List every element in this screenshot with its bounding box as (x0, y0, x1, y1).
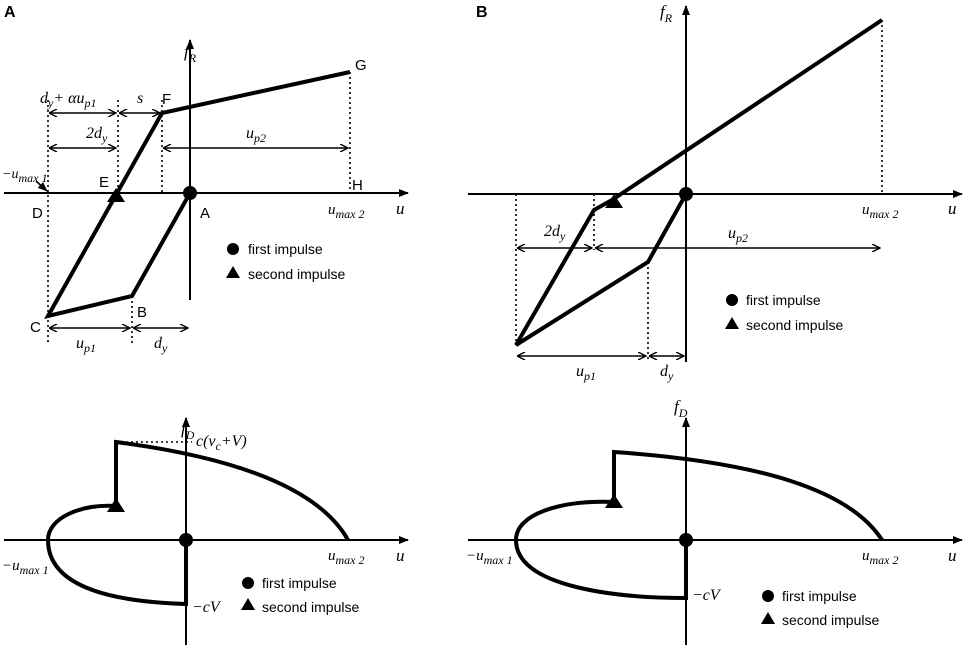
panel-b-damping-curve (513, 449, 884, 601)
panel-a-umax1-pointer (35, 180, 48, 192)
panel-a-damping-y-label: fD (181, 419, 195, 442)
panel-a-damping-umax1-label: −umax 1 (2, 558, 49, 577)
panel-a-label: A (4, 4, 16, 21)
panel-a-dy-label: dy (154, 335, 168, 355)
point-e-label: E (99, 174, 109, 191)
legend-triangle-icon (761, 612, 775, 624)
second-impulse-marker (107, 188, 125, 202)
panel-a-y-label: fR (184, 42, 197, 65)
panel-a-dy-alpha-label: dy+ αup1 (40, 90, 97, 110)
panel-b-y-label: fR (660, 2, 673, 25)
panel-b-legend: first impulse second impulse (725, 292, 843, 333)
legend-second-impulse: second impulse (262, 599, 359, 615)
panel-b-damping-umax2-label: umax 2 (862, 548, 899, 567)
legend-first-impulse: first impulse (782, 588, 857, 604)
legend-circle-icon (227, 243, 239, 255)
legend-second-impulse: second impulse (782, 612, 879, 628)
first-impulse-marker (679, 533, 693, 547)
panel-b-damping-y-label: fD (674, 397, 688, 420)
panel-a-up2-label: up2 (246, 125, 266, 145)
panel-a-umax2-label: umax 2 (328, 202, 365, 221)
panel-b: B fR u 2dy up2 up1 dy umax 2 first impul… (468, 2, 963, 383)
point-g-label: G (355, 57, 367, 74)
panel-b-label: B (476, 4, 488, 21)
second-impulse-marker (605, 494, 623, 508)
legend-circle-icon (242, 577, 254, 589)
panel-b-damping: fD u −cV −umax 1 umax 2 first impulse se… (466, 397, 963, 645)
second-impulse-marker (107, 498, 125, 512)
legend-triangle-icon (725, 317, 739, 329)
panel-a-damping-peak-label: c(vc+V) (196, 433, 247, 453)
panel-a-up1-label: up1 (76, 335, 96, 355)
point-h-label: H (352, 177, 363, 194)
second-impulse-marker (605, 194, 623, 208)
legend-circle-icon (726, 294, 738, 306)
panel-b-damping-umax1-label: −umax 1 (466, 548, 513, 567)
panel-b-damping-neg-label: −cV (692, 587, 722, 604)
panel-b-up1-label: up1 (576, 363, 596, 383)
legend-circle-icon (762, 590, 774, 602)
panel-b-hysteresis-curve (514, 193, 688, 347)
point-b-label: B (137, 304, 147, 321)
first-impulse-marker (183, 186, 197, 200)
panel-a-damping-legend: first impulse second impulse (241, 575, 359, 615)
point-a-label: A (200, 205, 210, 222)
panel-b-damping-legend: first impulse second impulse (761, 588, 879, 628)
point-c-label: C (30, 319, 41, 336)
panel-b-umax2-label: umax 2 (862, 202, 899, 221)
panel-b-reload-line (610, 18, 884, 202)
panel-b-dy-label: dy (660, 363, 674, 383)
panel-a-umax1-label: −umax 1 (2, 167, 47, 185)
panel-a-x-label: u (396, 199, 405, 218)
legend-first-impulse: first impulse (248, 241, 323, 257)
panel-b-x-label: u (948, 199, 957, 218)
legend-second-impulse: second impulse (248, 266, 345, 282)
panel-a-damping-x-label: u (396, 546, 405, 565)
panel-a-s-label: s (137, 90, 143, 107)
legend-triangle-icon (226, 266, 240, 278)
legend-first-impulse: first impulse (262, 575, 337, 591)
legend-first-impulse: first impulse (746, 292, 821, 308)
first-impulse-marker (179, 533, 193, 547)
point-d-label: D (32, 205, 43, 222)
first-impulse-marker (679, 187, 693, 201)
panel-a-2dy-label: 2dy (86, 125, 108, 145)
legend-second-impulse: second impulse (746, 317, 843, 333)
panel-a-damping-curve (45, 439, 350, 607)
panel-a-legend: first impulse second impulse (226, 241, 345, 282)
point-f-label: F (162, 91, 171, 108)
panel-b-up2-label: up2 (728, 225, 748, 245)
panel-b-2dy-label: 2dy (544, 223, 566, 243)
panel-a: A fR u dy+ αup1 s 2dy up2 up1 dy −umax 1… (2, 4, 409, 355)
legend-triangle-icon (241, 598, 255, 610)
panel-a-damping: fD u c(vc+V) −cV −umax 1 umax 2 first im… (2, 417, 409, 645)
panel-b-damping-x-label: u (948, 546, 957, 565)
panel-a-damping-umax2-label: umax 2 (328, 548, 365, 567)
panel-a-damping-neg-label: −cV (192, 599, 222, 616)
